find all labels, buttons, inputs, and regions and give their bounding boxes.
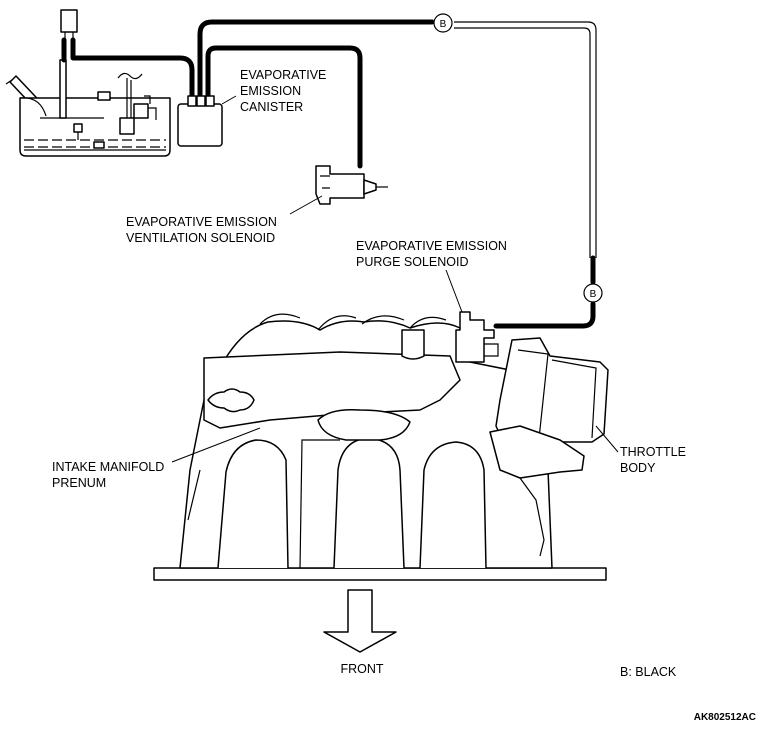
tank-connector [60,9,78,40]
ventilation-solenoid [315,165,388,205]
figure-code: AK802512AC [694,712,756,723]
hose-marker-top: B [433,13,453,33]
evaporative-emission-canister [177,95,223,147]
svg-text:B: B [440,19,447,30]
throttle-body [489,337,609,557]
purge-solenoid-label: EVAPORATIVE EMISSION PURGE SOLENOID [356,239,510,269]
svg-text:B: B [590,289,597,300]
front-arrow [323,589,397,653]
canister-label: EVAPORATIVE EMISSION CANISTER [240,68,330,114]
intake-manifold [153,313,607,581]
fuel-tank [5,59,171,157]
legend-label: B: BLACK [620,665,677,679]
front-label: FRONT [340,662,383,676]
leader-lines [171,95,619,463]
hose-marker-right: B [583,283,603,303]
purge-solenoid [455,311,499,363]
throttle-body-label: THROTTLE BODY [620,445,689,475]
ventilation-solenoid-label: EVAPORATIVE EMISSION VENTILATION SOLENOI… [126,215,280,245]
hoses [61,19,597,329]
intake-manifold-label: INTAKE MANIFOLD PRENUM [52,460,168,490]
